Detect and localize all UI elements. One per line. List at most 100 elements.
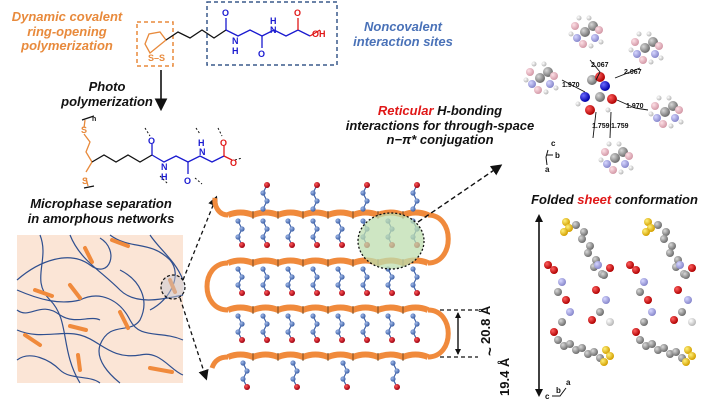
sheet-atom <box>644 218 652 226</box>
side-chain-atom <box>335 313 341 319</box>
side-chain-atom <box>389 321 395 327</box>
side-chain-atom <box>360 329 366 335</box>
side-chain-atom <box>235 266 241 272</box>
side-chain-atom <box>414 198 420 204</box>
side-chain-atom <box>360 282 366 288</box>
sheet-atom <box>626 261 634 269</box>
sheet-atom <box>688 318 696 326</box>
central-atom <box>595 92 605 102</box>
sheet-atom <box>688 264 696 272</box>
side-chain-terminal <box>239 290 245 296</box>
hbond-distance-2: 2.067 <box>624 69 642 76</box>
peptide-backbone <box>225 29 311 37</box>
polymer-s-bottom: S <box>82 176 88 186</box>
central-atom <box>580 92 590 102</box>
side-chain-atom <box>240 360 246 366</box>
dynamic-covalent-line3: polymerization <box>21 38 113 54</box>
atom <box>628 165 634 171</box>
atom <box>534 86 542 94</box>
sheet-atom <box>670 316 678 324</box>
monomer-o3: O <box>294 8 301 18</box>
side-chain-bond <box>362 315 368 341</box>
side-chain-atom <box>264 198 270 204</box>
atom <box>588 43 594 49</box>
side-chain-atom <box>285 329 291 335</box>
side-chain-atom <box>410 313 416 319</box>
noncovalent-line2: interaction sites <box>353 33 453 49</box>
sheet-atom <box>550 266 558 274</box>
sheet-atom <box>666 249 674 257</box>
side-chain-bond <box>312 220 318 246</box>
axis-top-b: b <box>555 151 560 160</box>
side-chain-atom <box>364 274 370 280</box>
central-atom <box>575 101 581 107</box>
disulfide-label: S–S <box>148 53 165 63</box>
atom <box>571 22 579 30</box>
side-chain-atom <box>340 376 346 382</box>
side-chain-atom <box>264 274 270 280</box>
atom <box>541 61 547 67</box>
folded-sheet-label: Folded sheet conformation <box>522 192 707 208</box>
alkyl-chain <box>165 29 227 41</box>
sheet-atom <box>648 340 656 348</box>
side-chain-atom <box>385 282 391 288</box>
side-chain-terminal <box>289 290 295 296</box>
side-chain-terminal <box>264 242 270 248</box>
side-chain-atom <box>314 274 320 280</box>
side-chain-bond <box>412 268 418 294</box>
side-chain-atom <box>339 226 345 232</box>
side-chain-atom <box>289 321 295 327</box>
reticular-arrow <box>417 164 503 223</box>
side-chain-terminal <box>289 242 295 248</box>
atom <box>655 42 663 50</box>
side-chain-atom <box>390 360 396 366</box>
atom <box>666 95 672 101</box>
sheet-atom <box>554 288 562 296</box>
polymer-n2: N <box>199 147 206 157</box>
sheet-atom <box>596 308 604 316</box>
sheet-atom <box>558 278 566 286</box>
sheet-atom <box>566 340 574 348</box>
reticular-word: Reticular <box>377 103 434 118</box>
side-chain-terminal <box>339 242 345 248</box>
atom <box>625 152 633 160</box>
side-chain-bond <box>362 268 368 294</box>
side-chain-bond <box>237 220 243 246</box>
sheet-atom <box>640 318 648 326</box>
atom <box>653 114 661 122</box>
side-chain-bond <box>287 268 293 294</box>
side-chain-bond <box>292 362 298 388</box>
monomer-h1: H <box>232 46 239 56</box>
side-chain-terminal <box>289 337 295 343</box>
side-chain-atom <box>260 266 266 272</box>
atom <box>671 114 679 122</box>
atom <box>598 157 604 163</box>
axis-bottom-a: a <box>566 378 571 387</box>
side-chain-atom <box>310 329 316 335</box>
side-chain-atom <box>285 266 291 272</box>
sheet-atom <box>566 308 574 316</box>
atom <box>586 15 592 21</box>
side-chain-atom <box>285 282 291 288</box>
atom <box>618 169 624 175</box>
side-chain-atom <box>360 218 366 224</box>
fold-loop <box>427 307 451 360</box>
side-chain-atom <box>285 313 291 319</box>
monomer-o2: O <box>258 49 265 59</box>
sheet-atom <box>554 336 562 344</box>
sheet-atom <box>674 286 682 294</box>
atom <box>568 31 574 37</box>
sheet-atom <box>580 228 588 236</box>
dithiolane-ring <box>144 31 167 54</box>
side-chain-atom <box>310 282 316 288</box>
photo-polymerization-label: Photo polymerization <box>52 79 162 109</box>
zoom-arrow-up <box>182 195 218 281</box>
sheet-atom <box>594 261 602 269</box>
sheet-atom <box>586 242 594 250</box>
side-chain-atom <box>289 274 295 280</box>
folded-word: Folded <box>531 192 578 207</box>
sheet-atom <box>606 352 614 360</box>
axis-bottom-b: b <box>556 386 561 395</box>
atom <box>678 119 684 125</box>
sheet-atom <box>682 271 690 279</box>
